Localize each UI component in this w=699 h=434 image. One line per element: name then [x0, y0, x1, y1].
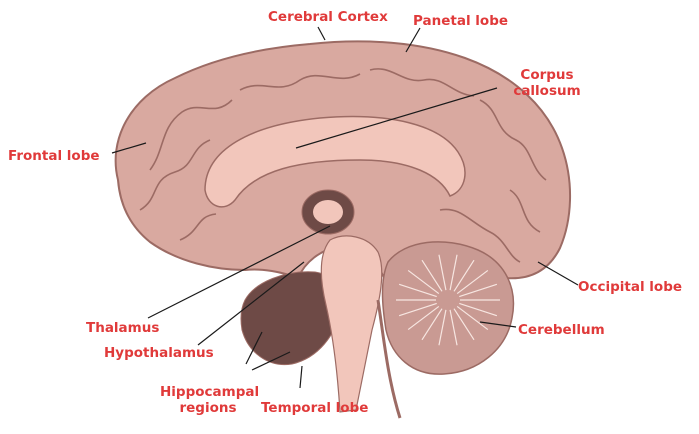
leader-occipital: [538, 262, 578, 285]
brainstem: [321, 236, 382, 412]
label-parietal-lobe: Panetal lobe: [413, 13, 508, 29]
thalamus-core: [313, 200, 343, 224]
cerebellum-shape: [383, 242, 514, 374]
label-cerebellum: Cerebellum: [518, 322, 605, 338]
label-occipital-lobe: Occipital lobe: [578, 279, 682, 295]
leader-cortex: [318, 27, 325, 40]
leader-temporal: [300, 366, 302, 388]
label-hippocampal-regions: Hippocampal regions: [160, 384, 256, 416]
label-hypothalamus: Hypothalamus: [104, 345, 214, 361]
label-corpus-callosum: Corpus callosum: [502, 67, 592, 99]
label-thalamus: Thalamus: [86, 320, 159, 336]
label-frontal-lobe: Frontal lobe: [8, 148, 100, 164]
label-cerebral-cortex: Cerebral Cortex: [268, 9, 388, 25]
label-temporal-lobe: Temporal lobe: [261, 400, 368, 416]
